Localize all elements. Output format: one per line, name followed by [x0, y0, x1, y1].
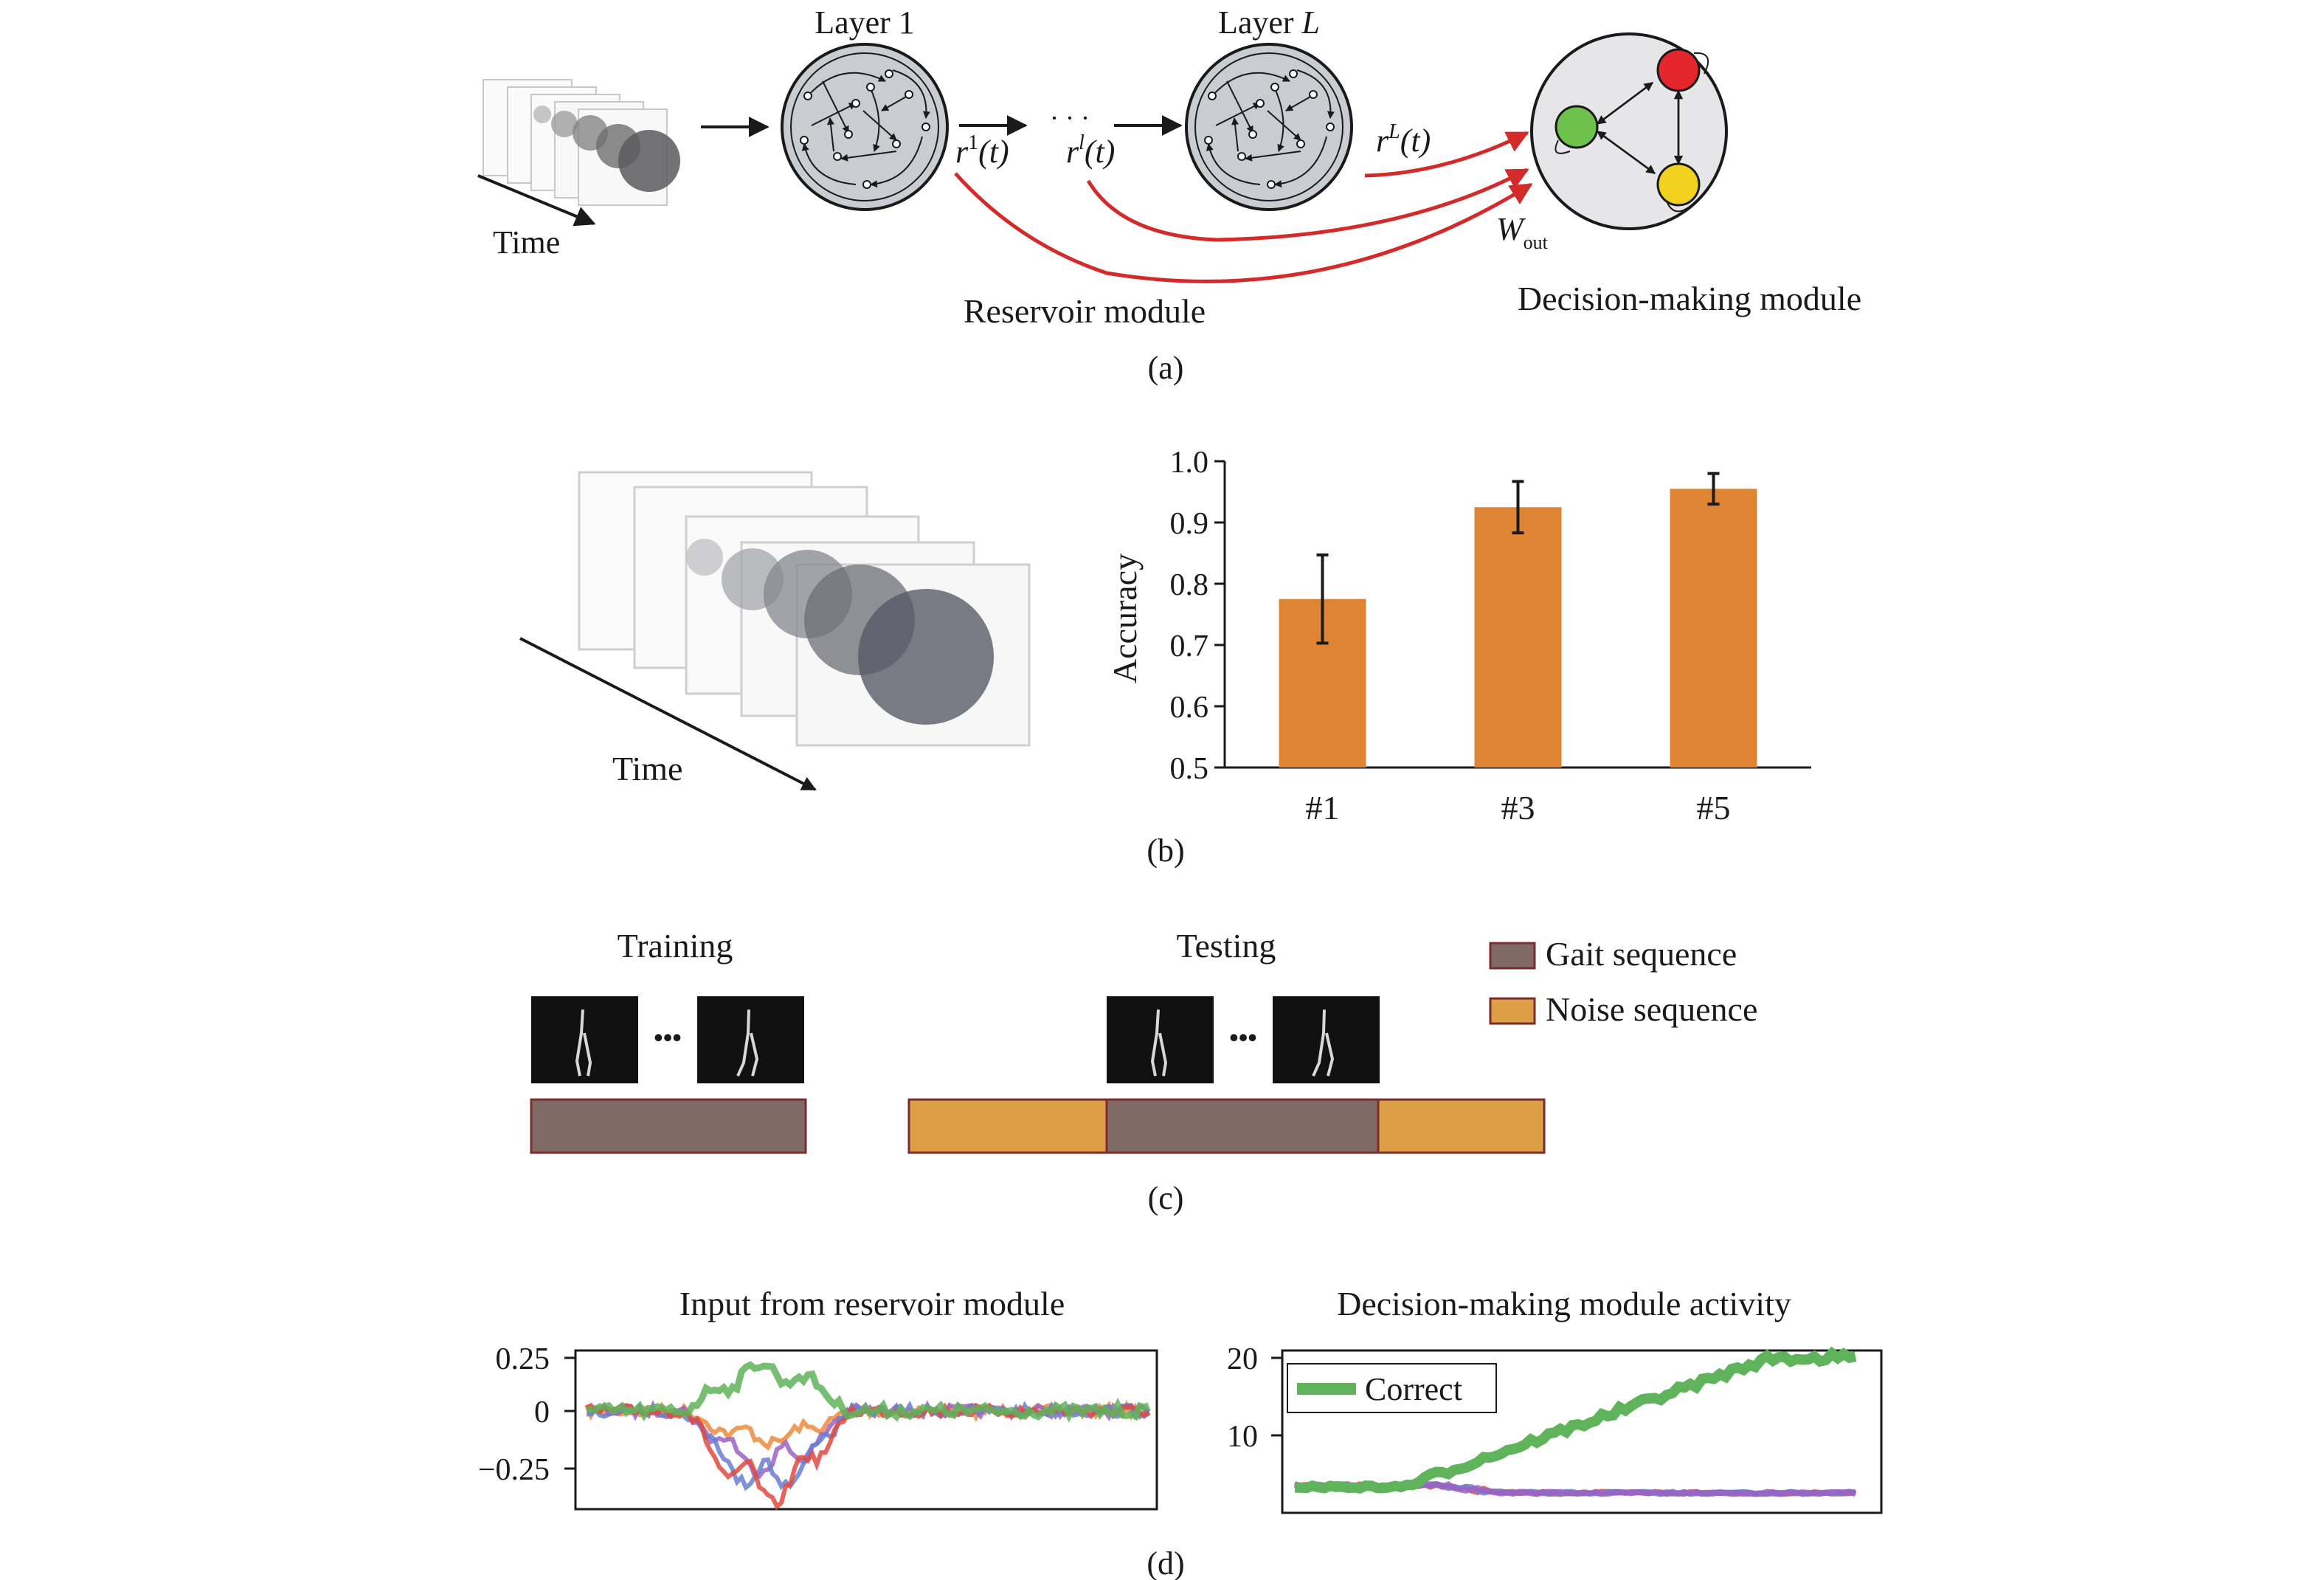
thumb-ellipsis-train: •••	[654, 1023, 682, 1052]
testing-noise-bar-left	[907, 1098, 1108, 1154]
rl-label: rl(t)	[1066, 131, 1115, 170]
testing-label: Testing	[1177, 927, 1276, 965]
training-gait-bar	[530, 1098, 807, 1154]
thumb-ellipsis-test: •••	[1229, 1023, 1257, 1052]
readout-arrow-layerL	[1364, 131, 1529, 178]
y-axis-label: Accuracy	[1106, 553, 1144, 683]
testing-noise-bar-right	[1377, 1098, 1546, 1154]
decision-activity-plot: 20 10 Correct	[1227, 1342, 1883, 1514]
time-arrow-a	[477, 174, 596, 227]
gait-thumbnails-testing: •••	[1107, 996, 1380, 1083]
decision-node-yellow	[1656, 162, 1701, 207]
left-ytick-1: 0	[534, 1396, 550, 1429]
caption-a: (a)	[1148, 350, 1184, 386]
testing-gait-bar	[1105, 1098, 1380, 1154]
readout-arrow-layer-l	[1086, 168, 1529, 242]
accuracy-bar-chart: 0.5 0.6 0.7 0.8 0.9 1.0 #1 #3 #5 Accuracy	[1106, 446, 1811, 827]
legend-label-gait: Gait sequence	[1546, 935, 1737, 973]
r1-label: r1(t)	[955, 131, 1009, 170]
right-plot-title: Decision-making module activity	[1337, 1285, 1791, 1322]
left-ytick-2: −0.25	[478, 1453, 550, 1487]
sequence-legend: Gait sequence Noise sequence	[1489, 935, 1757, 1028]
caption-b: (b)	[1147, 832, 1184, 869]
left-plot-title: Input from reservoir module	[679, 1285, 1065, 1322]
bar-n3	[1474, 507, 1562, 767]
y-tick-label: 1.0	[1170, 446, 1209, 480]
time-label-a: Time	[493, 224, 560, 261]
correct-legend: Correct	[1287, 1363, 1497, 1413]
legend-label-correct: Correct	[1365, 1371, 1462, 1407]
y-tick-label: 0.7	[1170, 629, 1209, 663]
decision-module-label: Decision-making module	[1518, 280, 1861, 317]
y-tick-label: 0.5	[1170, 752, 1209, 786]
right-ytick-0: 20	[1227, 1342, 1258, 1376]
readout-arrow-layer1	[954, 172, 1533, 283]
time-label-b: Time	[612, 750, 682, 787]
caption-c: (c)	[1148, 1180, 1184, 1216]
layer-dots: · · ·	[1050, 103, 1090, 133]
panel-a: Time Layer 1	[477, 4, 1861, 386]
right-ytick-1: 10	[1227, 1420, 1258, 1454]
training-label: Training	[618, 927, 733, 965]
y-tick-label: 0.6	[1170, 691, 1209, 725]
reservoir-input-plot: 0.25 0 −0.25	[478, 1342, 1158, 1511]
decision-module	[1530, 32, 1728, 230]
reservoir-layer-L	[1185, 43, 1353, 211]
panel-c: Training Testing ••• ••• Gait sequence	[530, 927, 1757, 1216]
decision-node-red	[1656, 48, 1701, 92]
legend-label-noise: Noise sequence	[1546, 990, 1757, 1028]
legend-swatch-noise	[1489, 997, 1536, 1025]
x-tick-label: #1	[1306, 789, 1340, 827]
reservoir-module-label: Reservoir module	[964, 292, 1206, 330]
y-tick-label: 0.9	[1170, 507, 1209, 541]
time-arrow-b	[519, 637, 817, 791]
gait-thumbnails-training: •••	[531, 996, 804, 1083]
panel-b: Time 0.50.60.70.80.91.0 #1#3#5 Accuracy …	[519, 446, 1811, 869]
rL-label: rL(t)	[1376, 120, 1431, 159]
x-tick-label: #3	[1501, 789, 1535, 827]
reservoir-layer-1	[781, 43, 949, 211]
y-tick-label: 0.8	[1170, 568, 1209, 602]
input-frame-stack	[483, 79, 680, 206]
decision-node-green	[1554, 105, 1599, 149]
left-ytick-0: 0.25	[496, 1342, 550, 1376]
w-out-label: Wout	[1496, 211, 1549, 253]
layer-L-label: Layer L	[1218, 4, 1320, 41]
reservoir-trace	[586, 1361, 1150, 1423]
legend-swatch-gait	[1489, 942, 1536, 970]
input-frames-b	[578, 471, 1031, 747]
correct-trace	[1294, 1346, 1857, 1494]
x-tick-label: #5	[1697, 789, 1731, 827]
layer-1-label: Layer 1	[815, 4, 915, 41]
bar-n5	[1670, 489, 1757, 767]
panel-d: Input from reservoir module Decision-mak…	[478, 1285, 1883, 1580]
caption-d: (d)	[1147, 1545, 1184, 1580]
